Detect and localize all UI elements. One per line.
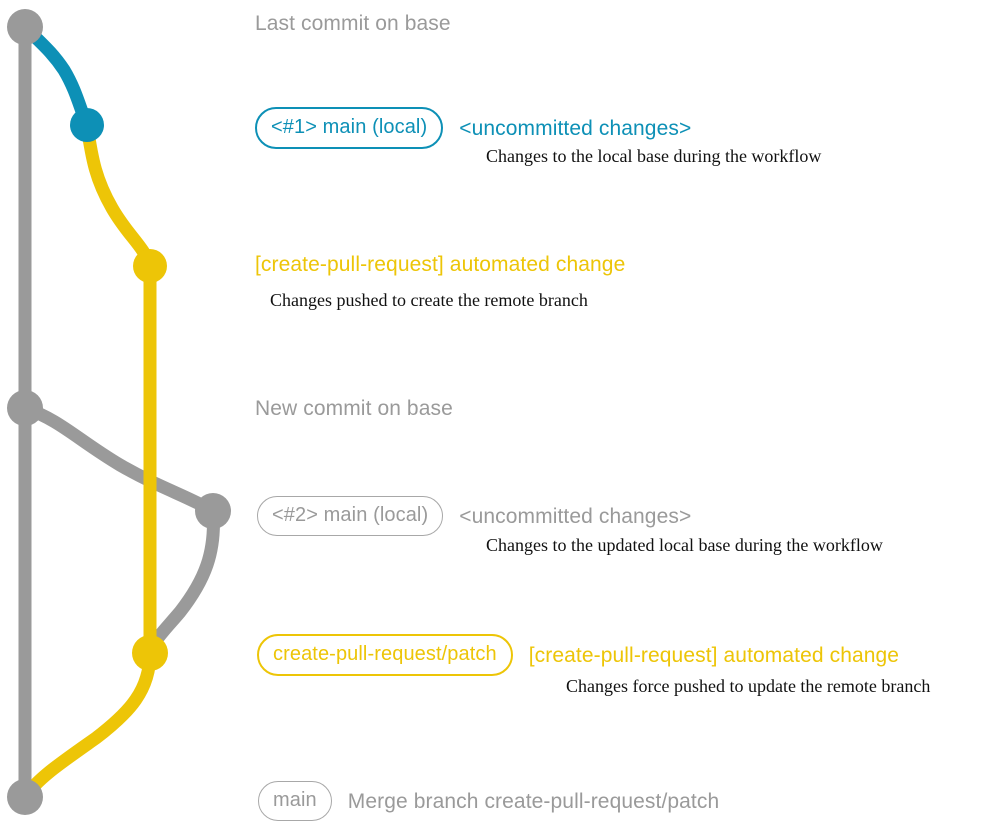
row-head: Last commit on base (255, 13, 451, 34)
subtext-pushed-create-remote-branch: Changes pushed to create the remote bran… (270, 290, 588, 310)
base-to-local2-edge (18, 401, 220, 518)
commit-node-base-new[interactable] (7, 390, 43, 426)
row-head: create-pull-request/patch [create-pull-r… (257, 634, 899, 676)
automated2-to-merge-edge (18, 646, 157, 804)
row-uncommitted-changes-2: <#2> main (local) <uncommitted changes> (257, 496, 691, 536)
row-new-commit-on-base: New commit on base (255, 398, 453, 419)
commit-node-local-1[interactable] (70, 108, 104, 142)
subtext-updated-local-base-changes: Changes to the updated local base during… (486, 535, 883, 555)
headline-automated-change-update: [create-pull-request] automated change (528, 643, 900, 667)
row-head: New commit on base (255, 398, 453, 419)
row-automated-change-update: create-pull-request/patch [create-pull-r… (257, 634, 899, 676)
branch-pill-create-pull-request-patch[interactable]: create-pull-request/patch (257, 634, 513, 676)
row-automated-change-create: [create-pull-request] automated change (255, 254, 625, 275)
commit-node-local-2[interactable] (195, 493, 231, 529)
headline-uncommitted-changes-2: <uncommitted changes> (459, 504, 692, 528)
row-uncommitted-changes-1: <#1> main (local) <uncommitted changes> (255, 107, 691, 149)
headline-last-commit-on-base: Last commit on base (255, 12, 451, 35)
row-merge-commit: main Merge branch create-pull-request/pa… (258, 781, 719, 821)
headline-automated-change-create: [create-pull-request] automated change (255, 253, 626, 276)
row-last-commit-on-base: Last commit on base (255, 13, 451, 34)
row-head: [create-pull-request] automated change (255, 254, 625, 275)
branch-pill-main-local-1[interactable]: <#1> main (local) (255, 107, 444, 149)
branch-pill-main[interactable]: main (258, 781, 332, 821)
commit-node-automated-1[interactable] (133, 249, 167, 283)
commit-node-merge[interactable] (7, 779, 43, 815)
subtext-force-pushed-update-remote-branch: Changes force pushed to update the remot… (566, 676, 931, 696)
row-head: <#1> main (local) <uncommitted changes> (255, 107, 691, 149)
headline-uncommitted-changes-1: <uncommitted changes> (459, 116, 692, 140)
subtext-local-base-changes: Changes to the local base during the wor… (486, 146, 822, 166)
local1-to-automated1-edge (80, 118, 157, 273)
headline-new-commit-on-base: New commit on base (255, 397, 453, 420)
branch-pill-main-local-2[interactable]: <#2> main (local) (257, 496, 444, 536)
commit-node-automated-2[interactable] (132, 635, 168, 671)
row-head: <#2> main (local) <uncommitted changes> (257, 496, 691, 536)
commit-node-base-head[interactable] (7, 9, 43, 45)
row-head: main Merge branch create-pull-request/pa… (258, 781, 719, 821)
headline-merge-commit: Merge branch create-pull-request/patch (347, 789, 720, 813)
